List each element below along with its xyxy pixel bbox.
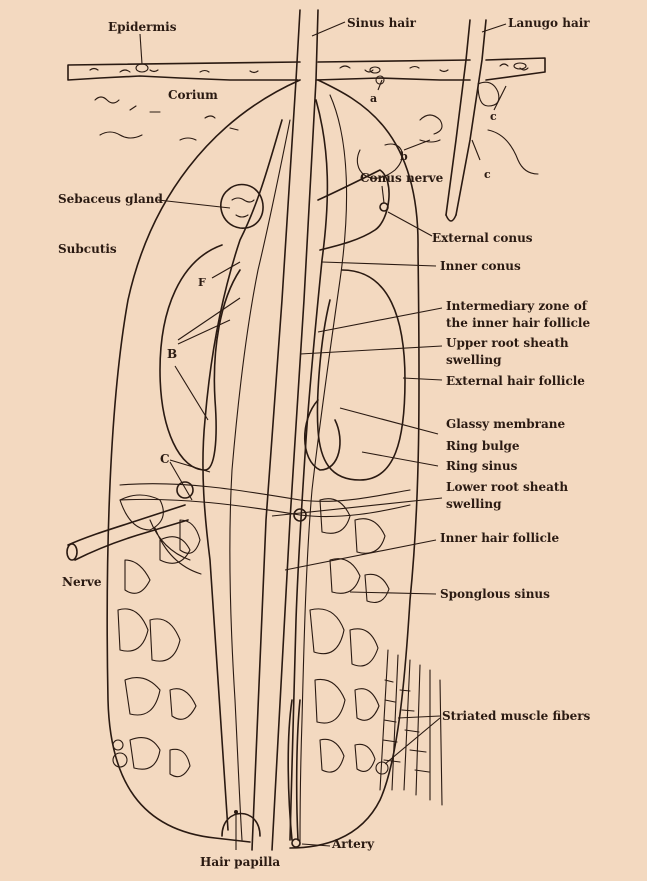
inner-sheath-right-2 xyxy=(299,94,348,846)
label-external-hair-follicle: External hair follicle xyxy=(446,374,585,388)
label-a: a xyxy=(370,92,377,105)
label-upper-root-1: Upper root sheath xyxy=(446,336,569,350)
lanugo-gland xyxy=(477,81,539,175)
label-glassy-membrane: Glassy membrane xyxy=(446,417,565,431)
sebaceus-gland xyxy=(220,183,264,229)
label-conus-nerve: Conus nerve xyxy=(360,171,444,185)
label-ring-sinus: Ring sinus xyxy=(446,459,518,473)
epidermis-band xyxy=(67,57,546,81)
label-lower-root-1: Lower root sheath xyxy=(446,480,568,494)
label-ring-bulge: Ring bulge xyxy=(446,439,520,453)
sebaceus-gland-detail xyxy=(231,197,255,218)
ring-bulge xyxy=(303,399,341,471)
left-node-bottom-2 xyxy=(112,739,124,751)
nerve-branch xyxy=(149,519,202,575)
left-node-bottom xyxy=(112,752,128,768)
artery-cut-end xyxy=(291,838,301,848)
epidermis-cell-cluster xyxy=(135,63,149,73)
label-inner-conus: Inner conus xyxy=(440,259,521,273)
papilla-pointer-dot xyxy=(234,810,238,814)
label-b-upper: B xyxy=(167,347,177,361)
corium-texture xyxy=(94,96,239,141)
label-hair-papilla: Hair papilla xyxy=(200,855,280,869)
label-intermediary-zone-2: the inner hair follicle xyxy=(446,316,590,330)
label-b: b xyxy=(400,150,408,163)
inner-sheath-left-2 xyxy=(229,119,291,841)
label-f: F xyxy=(198,276,206,289)
muscle-node xyxy=(375,761,389,775)
node-a xyxy=(375,75,385,85)
lanugo-follicle-end xyxy=(445,214,457,222)
label-subcutis: Subcutis xyxy=(58,242,117,256)
label-upper-root-2: swelling xyxy=(446,353,502,367)
label-intermediary-zone-1: Intermediary zone of xyxy=(446,299,588,313)
epidermis-cell-cluster-2 xyxy=(369,66,381,74)
label-sebaceus-gland: Sebaceus gland xyxy=(58,192,164,206)
label-striated-muscle: Striated muscle fibers xyxy=(442,709,591,723)
label-artery: Artery xyxy=(331,837,375,851)
label-nerve: Nerve xyxy=(62,575,102,589)
lanugo-hair-shaft xyxy=(445,19,487,216)
epidermis-texture xyxy=(89,63,529,74)
lower-swelling-node xyxy=(293,508,307,522)
label-inner-hair-follicle: Inner hair follicle xyxy=(440,531,559,545)
nerve-cut-end xyxy=(66,543,78,561)
label-sinus-hair: Sinus hair xyxy=(347,16,417,30)
artery-vessel xyxy=(287,699,301,841)
leader-lines xyxy=(139,21,507,850)
label-external-conus: External conus xyxy=(432,231,533,245)
label-lanugo-hair: Lanugo hair xyxy=(508,16,590,30)
label-corium: Corium xyxy=(168,88,218,102)
label-c-upper: c xyxy=(490,110,497,123)
hair-papilla xyxy=(221,812,261,837)
c-node xyxy=(176,481,194,499)
ring-sinus-right xyxy=(316,269,406,481)
inner-sheath-right xyxy=(289,99,329,841)
label-lower-root-2: swelling xyxy=(446,497,502,511)
label-c-lower: c xyxy=(484,168,491,181)
external-conus xyxy=(317,169,390,251)
inner-sheath-left xyxy=(202,119,283,831)
sinus-hair-shaft xyxy=(251,9,319,851)
label-c-mid: C xyxy=(160,452,170,466)
label-sponglous-sinus: Sponglous sinus xyxy=(440,587,550,601)
label-epidermis: Epidermis xyxy=(108,20,177,34)
striated-muscle xyxy=(379,649,443,806)
epidermis-cell-cluster-3 xyxy=(513,62,527,70)
conus-nerve-end xyxy=(379,202,389,212)
nerve-trunk xyxy=(67,504,189,561)
dermis-bumps xyxy=(356,114,443,179)
